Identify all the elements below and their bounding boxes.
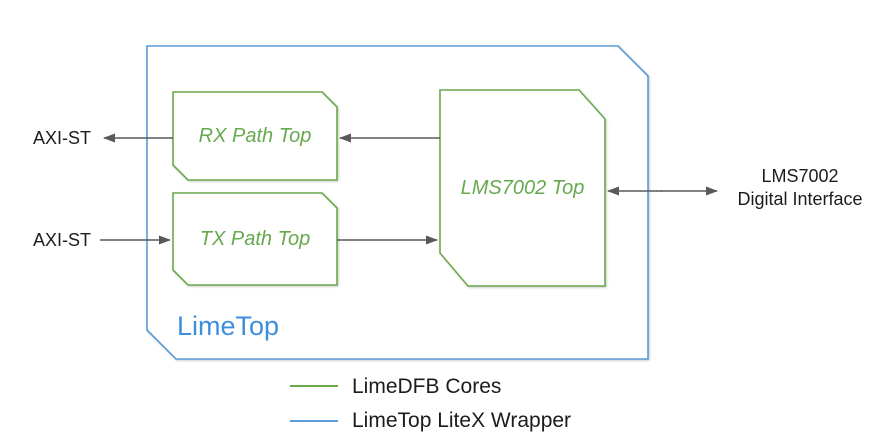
legend-label-limetop-litex-wrapper: LimeTop LiteX Wrapper (352, 409, 572, 432)
tx-path-top-box (172, 192, 338, 286)
axi-st-tx-label: AXI-ST (32, 230, 91, 250)
limetop-wrapper-label: LimeTop (177, 311, 280, 341)
tx-path-top-label: TX Path Top (199, 227, 311, 250)
lms7002-digital-interface-label: LMS7002 Digital Interface (713, 165, 885, 211)
lms7002-digital-interface-line2: Digital Interface (737, 189, 863, 209)
legend-label-limedfb-cores: LimeDFB Cores (352, 375, 502, 398)
lms7002-top-label: LMS7002 Top (460, 176, 585, 199)
lms7002-top-box (439, 89, 606, 287)
axi-st-rx-label: AXI-ST (32, 128, 91, 148)
lms7002-digital-interface-line1: LMS7002 (761, 166, 839, 186)
rx-path-top-label: RX Path Top (198, 124, 312, 147)
rx-path-top-box (172, 91, 338, 181)
